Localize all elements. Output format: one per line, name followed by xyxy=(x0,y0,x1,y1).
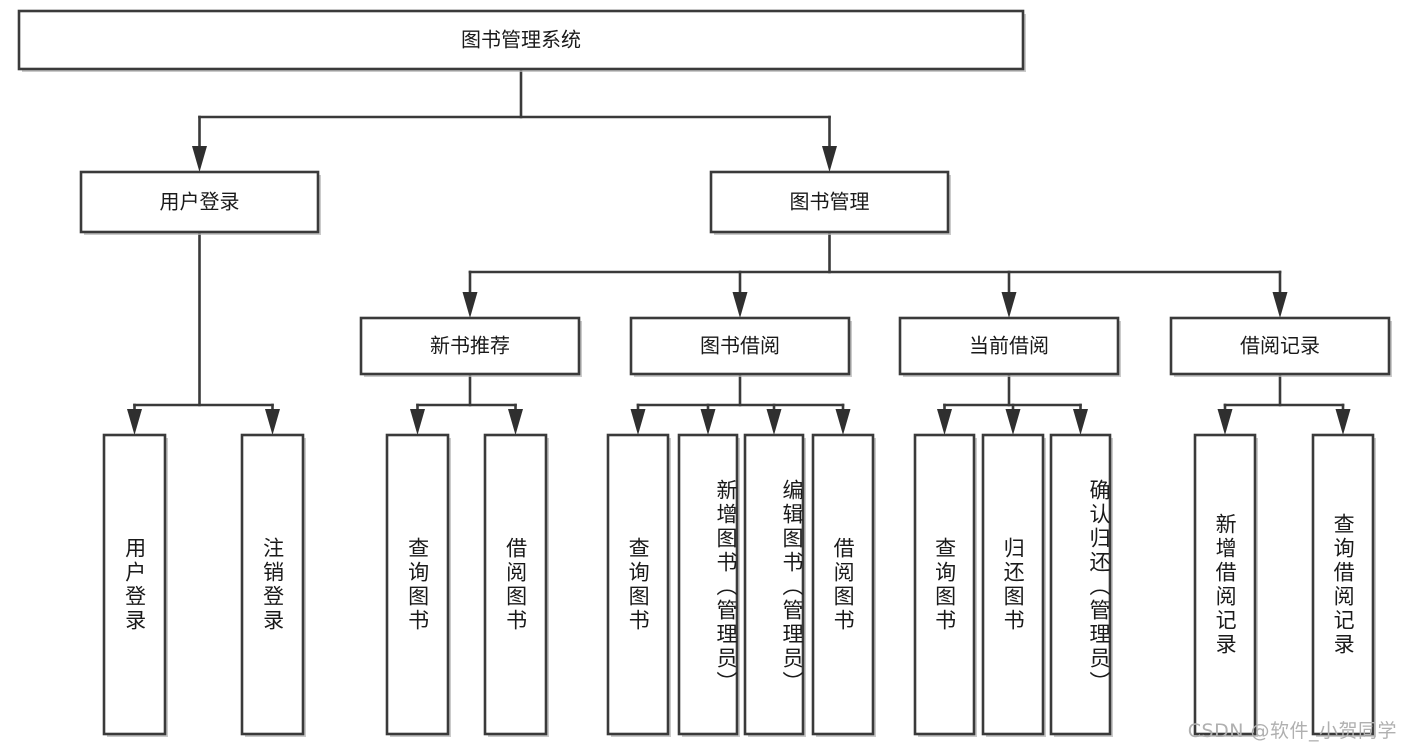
node-label-login: 用户登录 xyxy=(160,190,240,214)
node-box-leaf-cur-confirm[interactable] xyxy=(1049,433,1112,736)
node-box-current[interactable] xyxy=(898,316,1120,376)
node-box-layer xyxy=(17,9,1392,737)
node-box-leaf-rec-query[interactable] xyxy=(1311,433,1375,736)
connector-arrowhead xyxy=(1217,409,1233,435)
connector-arrowhead xyxy=(630,409,646,435)
node-box-leaf-user-login[interactable] xyxy=(102,433,167,736)
node-box-root[interactable] xyxy=(17,9,1025,71)
node-box-leaf-cur-query[interactable] xyxy=(913,433,976,736)
connector-arrowhead xyxy=(1005,409,1021,435)
connector-arrowhead xyxy=(937,409,952,435)
connector-arrowhead xyxy=(192,146,207,172)
node-box-leaf-bq-add[interactable] xyxy=(677,433,739,736)
node-box-records[interactable] xyxy=(1169,316,1391,376)
node-box-leaf-logout[interactable] xyxy=(240,433,305,736)
node-label-current: 当前借阅 xyxy=(969,334,1049,358)
node-label-root: 图书管理系统 xyxy=(461,28,581,52)
connector-arrowhead xyxy=(410,409,425,435)
connector-arrowhead xyxy=(700,409,716,435)
node-box-leaf-nb-query[interactable] xyxy=(385,433,450,736)
connector-arrowhead xyxy=(508,409,523,435)
node-label-borrow: 图书借阅 xyxy=(700,334,780,358)
connector-arrowhead xyxy=(1335,409,1351,435)
node-box-borrow[interactable] xyxy=(629,316,851,376)
connector-arrowhead xyxy=(732,292,748,318)
watermark-text: CSDN @软件_小贺同学 xyxy=(1187,720,1397,742)
node-label-records: 借阅记录 xyxy=(1240,334,1320,358)
connector-arrowhead xyxy=(822,146,837,172)
node-label-bookmgmt: 图书管理 xyxy=(790,190,870,214)
node-box-newbook[interactable] xyxy=(359,316,581,376)
node-box-leaf-rec-add[interactable] xyxy=(1193,433,1257,736)
connector-arrowhead xyxy=(835,409,851,435)
node-box-leaf-bq-edit[interactable] xyxy=(743,433,805,736)
connector-arrowhead xyxy=(1073,409,1088,435)
connector-arrowhead xyxy=(127,409,142,435)
node-box-leaf-nb-borrow[interactable] xyxy=(483,433,548,736)
connector-arrowhead xyxy=(265,409,280,435)
node-box-leaf-cur-return[interactable] xyxy=(981,433,1045,736)
connector-arrowhead xyxy=(766,409,782,435)
connector-arrowhead xyxy=(462,292,478,318)
node-box-leaf-bq-query[interactable] xyxy=(606,433,670,736)
node-box-login[interactable] xyxy=(79,170,320,234)
connector-layer xyxy=(127,67,1351,435)
node-box-leaf-bq-borrow[interactable] xyxy=(811,433,875,736)
node-label-newbook: 新书推荐 xyxy=(430,334,510,358)
node-box-bookmgmt[interactable] xyxy=(709,170,950,234)
connector-arrowhead xyxy=(1001,292,1017,318)
connector-arrowhead xyxy=(1272,292,1288,318)
